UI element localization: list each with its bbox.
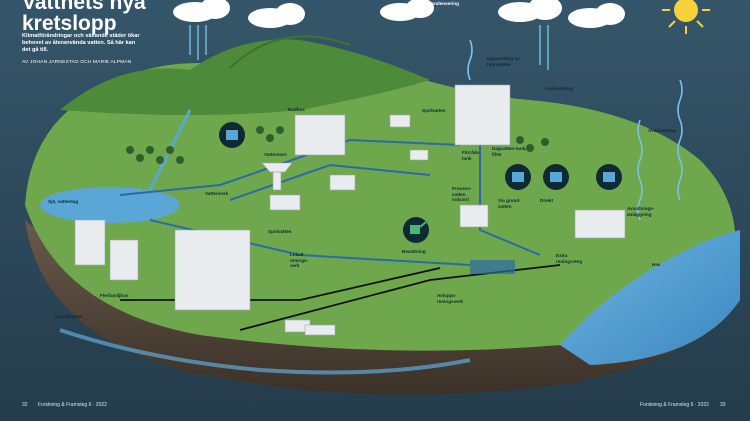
label-avlopp: Avlopps-reningsverk	[437, 293, 464, 304]
apartment-block-1	[74, 219, 106, 266]
left-page-number: 32	[22, 402, 28, 408]
label-direkt: Direkt	[540, 198, 554, 203]
water-glass-icon	[219, 122, 622, 190]
mountain	[60, 39, 430, 115]
treatment-basin	[470, 260, 515, 274]
label-avdunstning-2: Avdunstning	[648, 128, 676, 133]
label-flerfamiljhus: Flerfamiljhus	[100, 293, 129, 298]
cloud-icon	[173, 0, 625, 28]
label-grundvatten: Grundvatten	[55, 314, 83, 319]
house-cutaway	[174, 229, 251, 311]
page-title: Vattnets nya kretslopp	[22, 0, 146, 35]
label-via-grund: Via grund-vatten	[498, 198, 521, 209]
intro-text: Klimatförändringar och växande städer ök…	[22, 33, 140, 54]
right-page-number: 33	[720, 402, 726, 408]
industrial-building	[454, 84, 511, 146]
label-lokalt: Lokalt renings-verk	[290, 252, 309, 269]
process-plant	[459, 204, 489, 228]
label-hav: Hav	[652, 262, 661, 267]
label-avdunstning-1: Avdunstning	[545, 86, 573, 91]
desalination-plant	[574, 209, 626, 239]
label-bevattning: Bevattning	[402, 249, 426, 254]
water-tower	[261, 162, 293, 191]
sea	[560, 230, 740, 365]
label-avsaltning: Avsaltnings-anläggning	[627, 206, 655, 217]
island-soil	[25, 220, 740, 395]
label-spolvatten-1: Spolvatten	[422, 108, 446, 113]
sun-icon	[662, 0, 710, 34]
label-vattenverk: Vattenverk	[205, 191, 229, 196]
rain-icon	[189, 25, 549, 70]
label-forradstank: Förråds-tank	[462, 150, 481, 161]
watering-can-icon	[403, 217, 429, 243]
label-spolvatten-2: Spolvatten	[268, 229, 292, 234]
right-publication: Forskning & Framsteg 6 · 2022	[640, 402, 709, 408]
apartment-block-2	[109, 239, 139, 281]
label-kondensering: Kondensering	[428, 1, 459, 6]
groundwater-stream	[59, 328, 471, 375]
label-vattentorn: Vattentorn	[264, 152, 287, 157]
label-radhus: Radhus	[288, 107, 305, 112]
label-dagvatten: Dagvatten-tank, filter	[492, 146, 527, 157]
label-sjo: Sjö, vattentag	[48, 199, 79, 204]
row-house	[294, 114, 346, 156]
lake	[40, 187, 180, 223]
byline: AV JOHAN JARNESTAD OCH MARIE ALPMAN	[22, 60, 132, 65]
left-publication: Forskning & Framsteg 6 · 2022	[38, 402, 107, 408]
label-uppsamling: Uppsamling av regnvatten	[487, 56, 520, 67]
label-process: Process-vatten industri	[452, 186, 472, 203]
label-extra: Extra reningssteg	[556, 253, 583, 264]
